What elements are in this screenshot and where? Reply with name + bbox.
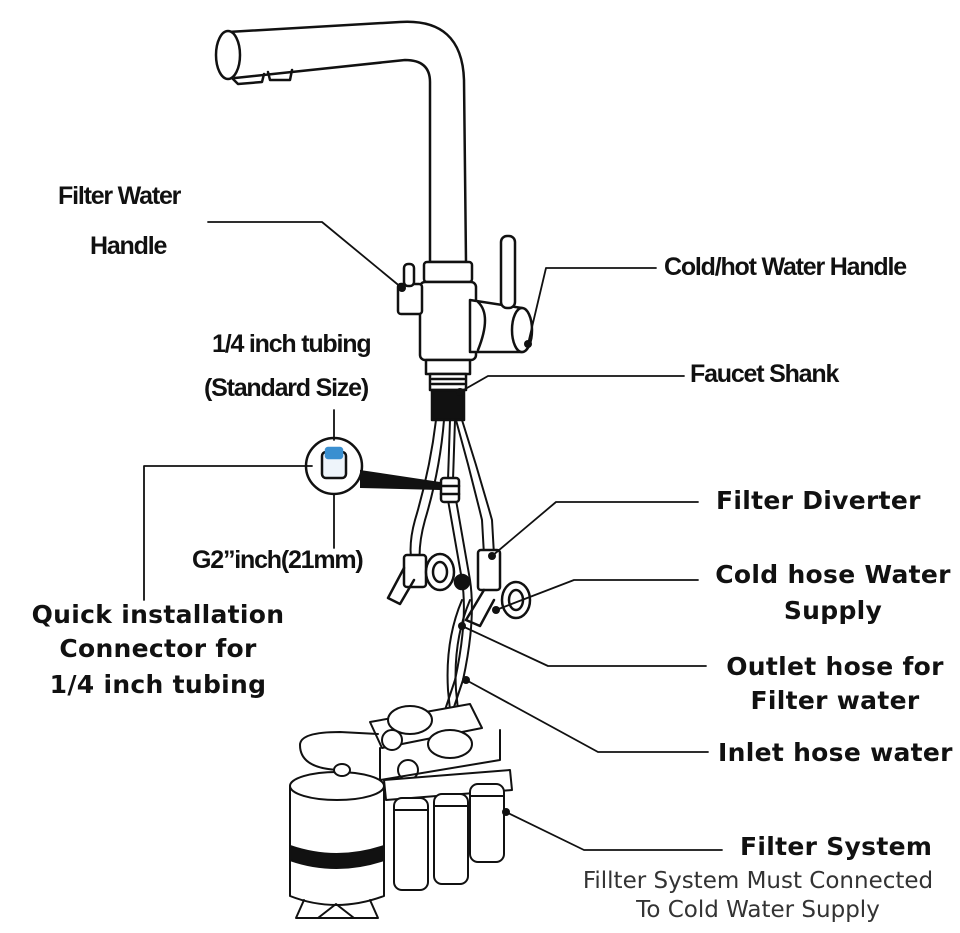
label-outlet-hose-line2: Filter water [750, 686, 920, 715]
label-cold-hot-handle: Cold/hot Water Handle [664, 253, 907, 281]
label-outlet-hose-line1: Outlet hose for [726, 652, 944, 681]
hoses [409, 419, 495, 711]
label-filter-water-handle-line1: Filter Water [58, 182, 181, 210]
label-filter-note-line2: To Cold Water Supply [636, 897, 880, 923]
label-tubing-line2: (Standard Size) [204, 374, 369, 402]
faucet-spout [214, 20, 468, 264]
leader-lines [143, 221, 723, 851]
label-filter-diverter: Filter Diverter [716, 486, 921, 515]
storage-tank [289, 731, 385, 919]
label-filter-note-line1: Fillter System Must Connected [582, 868, 934, 894]
label-quick-connector-line3: 1/4 inch tubing [49, 670, 267, 699]
label-cold-hose-line1: Cold hose Water [715, 560, 951, 589]
label-filter-system: Filter System [740, 832, 933, 861]
label-g2-inch: G2”inch(21mm) [192, 546, 364, 574]
label-filter-water-handle-line2: Handle [90, 232, 167, 260]
label-cold-hose-line2: Supply [783, 596, 883, 625]
leader-dots [398, 284, 532, 816]
filter-system [369, 703, 513, 891]
label-quick-connector-line1: Quick installation [31, 600, 285, 629]
filter-diverter-valve [464, 548, 532, 628]
label-faucet-shank: Faucet Shank [690, 360, 839, 388]
faucet-shank [430, 388, 466, 422]
left-angle-valve [386, 552, 471, 606]
label-tubing-line1: 1/4 inch tubing [212, 330, 372, 358]
label-quick-connector-line2: Connector for [59, 634, 257, 663]
tubing-connector [439, 476, 461, 504]
quick-connector-callout [304, 436, 440, 496]
label-inlet-hose: Inlet hose water [718, 738, 953, 767]
